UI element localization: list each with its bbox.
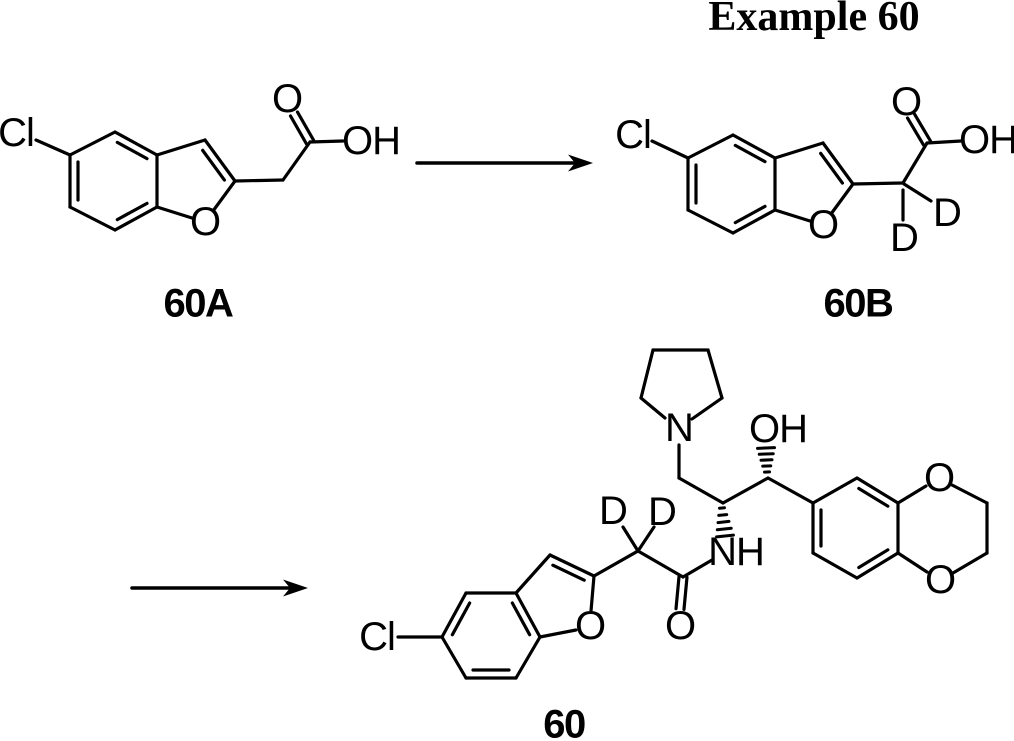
atom-label-O: O	[891, 80, 921, 124]
arrowhead	[283, 579, 308, 597]
compound-label-60A: 60A	[163, 281, 234, 326]
atom-label-O: O	[665, 604, 695, 648]
atom-label-O: O	[808, 203, 838, 247]
compound-label-60: 60	[543, 702, 586, 741]
example-title: Example 60	[708, 0, 920, 40]
atom-label-O: O	[272, 77, 302, 121]
atom-label-Cl: Cl	[615, 113, 651, 157]
atom-label-O: O	[575, 604, 605, 648]
step-1-arrow	[415, 154, 593, 172]
atom-label-O: O	[925, 558, 955, 602]
arrowhead	[568, 154, 593, 172]
atom-label-D: D	[648, 490, 676, 534]
atom-label-Cl: Cl	[0, 111, 34, 155]
hashed-wedge-bond	[715, 506, 735, 539]
atom-label-D: D	[599, 489, 627, 533]
atom-label-D: D	[933, 191, 961, 235]
atom-label-OH: OH	[959, 118, 1014, 162]
atom-label-OH: OH	[749, 407, 807, 451]
atom-label-NH: NH	[708, 530, 764, 574]
compound-60A-bonds	[34, 110, 345, 232]
compound-60-bonds	[396, 348, 989, 680]
compound-label-60B: 60B	[823, 281, 894, 326]
atom-label-O: O	[924, 456, 954, 500]
step-2-arrow	[130, 579, 308, 597]
hashed-wedge-bond	[756, 446, 776, 474]
atom-label-D: D	[890, 216, 918, 260]
atom-label-OH: OH	[342, 119, 400, 163]
compound-60B-bonds	[650, 112, 963, 235]
atom-label-N: N	[665, 406, 693, 450]
atom-label-Cl: Cl	[359, 615, 395, 659]
atom-label-O: O	[190, 200, 220, 244]
